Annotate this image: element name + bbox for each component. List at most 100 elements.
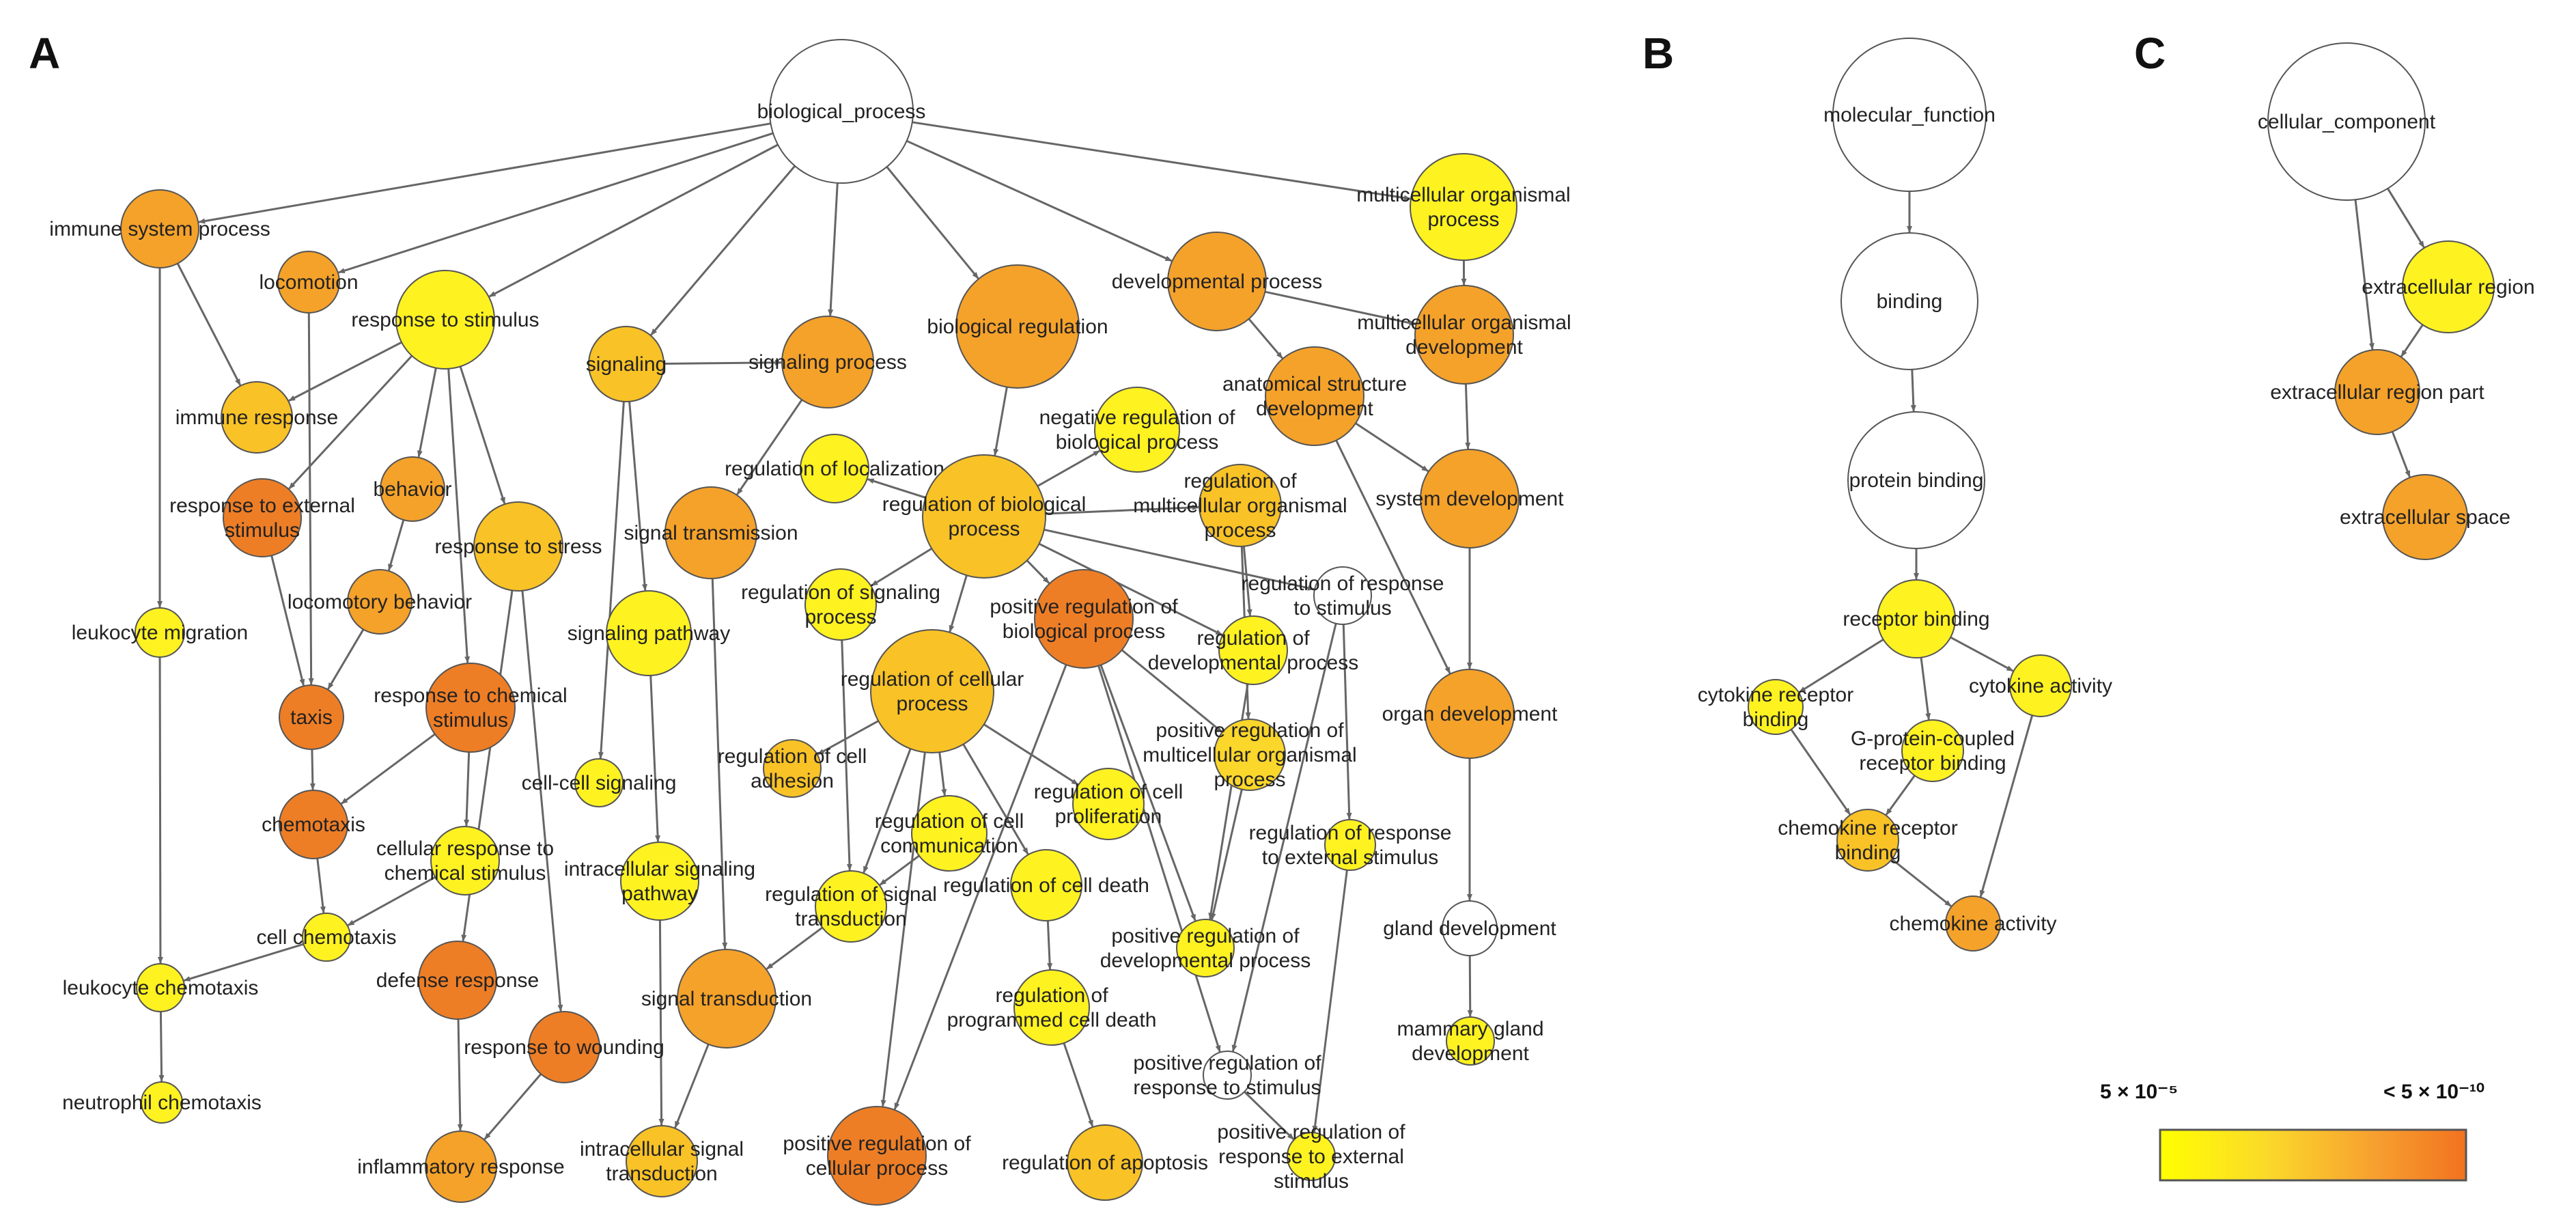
node-extra_space: extracellular space <box>2340 474 2510 560</box>
node-label-resp_stress-line-0: response to stress <box>434 536 602 558</box>
node-label-pos_reg_mc-line-2: process <box>1214 768 1285 791</box>
node-label-resp_ext-line-0: response to external <box>169 495 355 517</box>
node-leuk_chemo: leukocyte chemotaxis <box>63 963 258 1012</box>
node-circle-organ_dev <box>1425 669 1515 759</box>
node-binding: binding <box>1840 232 1978 370</box>
node-label-reg_resp_stim-line-0: regulation of response <box>1242 572 1444 595</box>
node-circle-pos_reg_cell_proc <box>827 1106 927 1206</box>
node-label-reg_resp_ext-line-1: to external stimulus <box>1262 846 1438 869</box>
node-circle-bp <box>769 39 914 184</box>
node-circle-cell_resp_chem <box>430 826 500 895</box>
node-circle-resp_ext <box>223 478 302 557</box>
node-label-gpcr_binding-line-0: G-protein-coupled <box>1851 727 2015 750</box>
node-label-reg_pcd-line-1: programmed cell death <box>947 1009 1157 1031</box>
panel-label-c: C <box>2134 29 2166 78</box>
edges <box>157 121 2425 1141</box>
edge-rec_binding-to-cyto_rec_binding <box>1798 638 1884 693</box>
node-label-intra_sig_path-line-0: intracellular signaling <box>564 858 755 880</box>
edge-anat-to-sys_dev <box>1355 422 1429 473</box>
node-label-anat-line-0: anatomical structure <box>1222 373 1407 395</box>
node-sig_trans: signal transmission <box>624 486 798 579</box>
node-label-dev_proc-line-0: developmental process <box>1112 270 1323 293</box>
edge-bp-to-locomotion <box>337 132 774 274</box>
node-bio_reg: biological regulation <box>927 264 1108 389</box>
node-circle-reg_mc <box>1199 464 1282 547</box>
edge-behavior-to-loco_beh <box>387 519 405 571</box>
node-imm_sys: immune system process <box>49 189 270 268</box>
edge-signaling-to-cc_sig <box>598 401 625 760</box>
node-label-cyto_rec_binding-line-0: cytokine receptor <box>1698 684 1853 706</box>
node-label-mf-line-0: molecular_function <box>1823 104 1996 126</box>
node-circle-extra_space <box>2382 474 2468 560</box>
node-circle-neg_reg_bio <box>1094 387 1180 473</box>
node-gland_dev: gland development <box>1383 900 1556 956</box>
edge-pos_reg_bio-to-pos_reg_mc <box>1121 649 1222 733</box>
edge-pos_reg_bio-to-pos_reg_cell_proc <box>893 664 1067 1110</box>
edge-signaling-to-sig_proc <box>663 359 783 365</box>
node-taxis: taxis <box>279 684 344 750</box>
node-sys_dev: system development <box>1375 449 1564 548</box>
edge-cc-to-extra_region_part <box>2354 199 2375 350</box>
node-label-pos_reg_mc-line-1: multicellular organismal <box>1143 744 1356 766</box>
edge-pos_reg_bio-to-pos_reg_dev <box>1100 665 1196 921</box>
node-label-extra_space-line-0: extracellular space <box>2340 506 2510 529</box>
node-label-mammary-line-1: development <box>1412 1042 1529 1065</box>
edge-locomotion-to-taxis <box>307 312 314 686</box>
node-label-reg_bio-line-1: process <box>948 518 1020 540</box>
node-label-reg_cell_prolif-line-0: regulation of cell <box>1034 781 1183 803</box>
node-circle-cc_sig <box>574 758 624 807</box>
edge-imm_sys-to-imm_resp <box>176 262 242 386</box>
node-label-prot_binding-line-0: protein binding <box>1849 469 1984 492</box>
edge-reg_bio-to-reg_loc <box>867 478 926 499</box>
node-label-reg_cell_comm-line-1: communication <box>880 835 1018 857</box>
node-label-resp_chem-line-1: stimulus <box>433 709 508 732</box>
edge-reg_bio-to-pos_reg_bio <box>1026 559 1050 584</box>
node-label-mc_org_dev-line-1: development <box>1405 336 1523 359</box>
node-circle-reg_cell_comm <box>911 795 988 872</box>
edge-rec_binding-to-cyto_act <box>1950 636 2014 672</box>
node-circle-rec_binding <box>1877 579 1956 658</box>
node-label-cell_chemo-line-0: cell chemotaxis <box>256 926 396 949</box>
node-label-reg_mc-line-2: process <box>1204 519 1276 542</box>
node-circle-binding <box>1840 232 1978 370</box>
node-reg_loc: regulation of localization <box>725 434 944 503</box>
edge-bp-to-sig_proc <box>828 182 839 317</box>
node-label-mc_org_proc-line-1: process <box>1427 208 1499 231</box>
edge-reg_bio-to-reg_cell_proc <box>949 574 968 633</box>
edge-pos_reg_resp_stim-to-pos_reg_resp_ext <box>1244 1091 1295 1141</box>
node-label-reg_bio-line-0: regulation of biological <box>882 493 1087 516</box>
node-circle-gpcr_binding <box>1901 719 1964 782</box>
node-circle-pos_reg_resp_ext <box>1287 1132 1336 1181</box>
node-circle-mc_org_proc <box>1410 153 1517 261</box>
edge-bio_reg-to-reg_bio <box>993 387 1008 456</box>
node-label-chemotaxis-line-0: chemotaxis <box>262 814 365 836</box>
edge-pos_reg_bio-to-pos_reg_resp_stim <box>1097 665 1221 1053</box>
node-label-behavior-line-0: behavior <box>373 478 451 501</box>
node-label-cc_sig-line-0: cell-cell signaling <box>522 772 677 794</box>
node-label-loco_beh-line-0: locomotory behavior <box>288 591 472 613</box>
node-loco_beh: locomotory behavior <box>288 569 472 635</box>
node-label-sys_dev-line-0: system development <box>1375 488 1564 510</box>
node-label-chemo_rec_binding-line-0: chemokine receptor <box>1778 817 1957 839</box>
node-label-reg_sig_trans-line-1: transduction <box>795 908 906 930</box>
node-label-leuk_mig-line-0: leukocyte migration <box>72 622 248 644</box>
node-label-pos_reg_bio-line-0: positive regulation of <box>990 596 1178 618</box>
node-def_resp: defense response <box>376 941 539 1020</box>
node-circle-cell_chemo <box>302 913 351 962</box>
node-label-resp_chem-line-0: response to chemical <box>374 684 567 707</box>
node-label-reg_apop-line-0: regulation of apoptosis <box>1002 1152 1208 1174</box>
node-label-taxis-line-0: taxis <box>290 706 333 729</box>
